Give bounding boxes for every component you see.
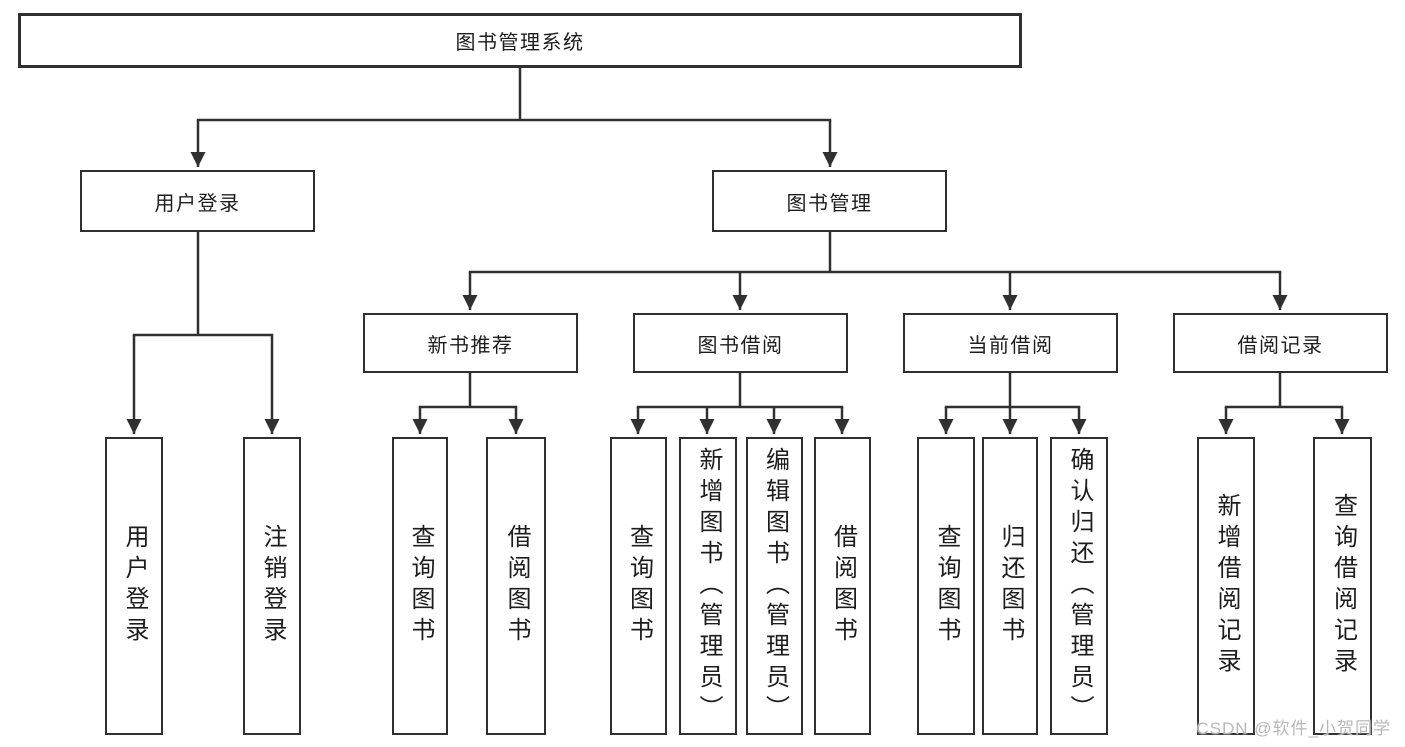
leaf-confirm-return-admin-label: 确认归还（管理员）	[1066, 446, 1093, 726]
leaf-query-borrow-record-label: 查询借阅记录	[1329, 493, 1357, 679]
leaf-add-borrow-record: 新增借阅记录	[1197, 437, 1255, 735]
connector-arrows	[126, 120, 1350, 434]
node-borrow-records: 借阅记录	[1173, 313, 1388, 373]
leaf-logout-label: 注销登录	[259, 524, 286, 648]
leaf-borrow-books-2-label: 借阅图书	[829, 524, 857, 648]
leaf-borrow-books-1: 借阅图书	[486, 437, 546, 735]
leaf-return-books-label: 归还图书	[997, 524, 1024, 648]
node-borrow-records-label: 借阅记录	[1237, 334, 1324, 357]
node-new-book-recommend: 新书推荐	[363, 313, 578, 373]
csdn-watermark: CSDN @软件_小贺同学	[1196, 719, 1391, 738]
leaf-user-login-label: 用户登录	[121, 524, 148, 648]
leaf-user-login: 用户登录	[105, 437, 163, 735]
leaf-add-borrow-record-label: 新增借阅记录	[1213, 493, 1240, 679]
leaf-confirm-return-admin: 确认归还（管理员）	[1050, 437, 1108, 735]
node-user-login: 用户登录	[80, 170, 315, 232]
node-current-borrow-label: 当前借阅	[967, 334, 1054, 357]
node-book-borrow: 图书借阅	[633, 313, 848, 373]
leaf-query-books-3-label: 查询图书	[933, 524, 960, 648]
node-root-label: 图书管理系统	[455, 32, 585, 54]
node-book-management: 图书管理	[712, 170, 947, 232]
leaf-logout: 注销登录	[243, 437, 301, 735]
leaf-query-books-2-label: 查询图书	[625, 524, 653, 648]
leaf-query-books-3: 查询图书	[917, 437, 975, 735]
leaf-query-books-2: 查询图书	[610, 437, 667, 735]
leaf-borrow-books-1-label: 借阅图书	[503, 524, 530, 648]
node-user-login-label: 用户登录	[154, 192, 241, 215]
leaf-query-books-1: 查询图书	[392, 437, 448, 735]
leaf-query-books-1-label: 查询图书	[407, 524, 434, 648]
node-root: 图书管理系统	[18, 13, 1022, 68]
leaf-add-book-admin-label: 新增图书（管理员）	[695, 446, 722, 726]
node-current-borrow: 当前借阅	[903, 313, 1118, 373]
node-book-borrow-label: 图书借阅	[697, 334, 784, 357]
node-book-management-label: 图书管理	[786, 192, 873, 215]
leaf-edit-book-admin-label: 编辑图书（管理员）	[761, 446, 789, 726]
leaf-query-borrow-record: 查询借阅记录	[1313, 437, 1372, 735]
leaf-borrow-books-2: 借阅图书	[814, 437, 871, 735]
leaf-edit-book-admin: 编辑图书（管理员）	[746, 437, 803, 735]
connector-trunks	[132, 66, 1344, 409]
leaf-add-book-admin: 新增图书（管理员）	[679, 437, 737, 735]
node-new-book-recommend-label: 新书推荐	[427, 334, 514, 357]
leaf-return-books: 归还图书	[982, 437, 1038, 735]
